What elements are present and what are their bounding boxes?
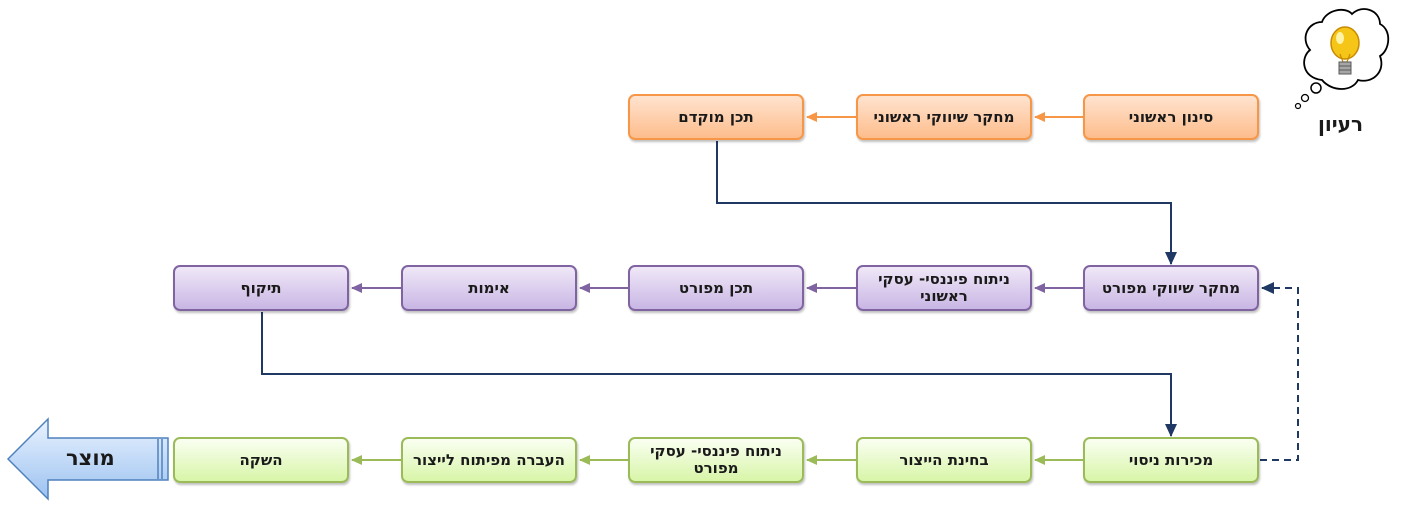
step-production-test[interactable]: בחינת הייצור — [856, 437, 1032, 483]
step-preliminary-design[interactable]: תכן מוקדם — [628, 94, 804, 140]
step-validation[interactable]: תיקוף — [173, 265, 349, 311]
connector-row1-to-row2 — [716, 141, 1177, 265]
left-arrow-icon — [6, 417, 169, 501]
step-transfer-to-production[interactable]: העברה מפיתוח לייצור — [401, 437, 577, 483]
connector-row2-to-row3 — [261, 312, 1177, 437]
step-initial-financial-analysis[interactable]: ניתוח פיננסי- עסקי ראשוני — [856, 265, 1032, 311]
idea-label: רעיון — [1318, 112, 1363, 136]
product-label: מוצר — [66, 446, 115, 470]
step-detailed-design[interactable]: תכן מפורט — [628, 265, 804, 311]
feedback-connector — [1260, 282, 1299, 461]
step-launch[interactable]: השקה — [173, 437, 349, 483]
lightbulb-thought-icon — [1294, 8, 1390, 110]
step-initial-market-research[interactable]: מחקר שיווקי ראשוני — [856, 94, 1032, 140]
step-trial-sales[interactable]: מכירות ניסוי — [1083, 437, 1259, 483]
step-detailed-financial-analysis[interactable]: ניתוח פיננסי- עסקי מפורט — [628, 437, 804, 483]
step-detailed-market-research[interactable]: מחקר שיווקי מפורט — [1083, 265, 1259, 311]
step-verification[interactable]: אימות — [401, 265, 577, 311]
step-initial-screening[interactable]: סינון ראשוני — [1083, 94, 1259, 140]
